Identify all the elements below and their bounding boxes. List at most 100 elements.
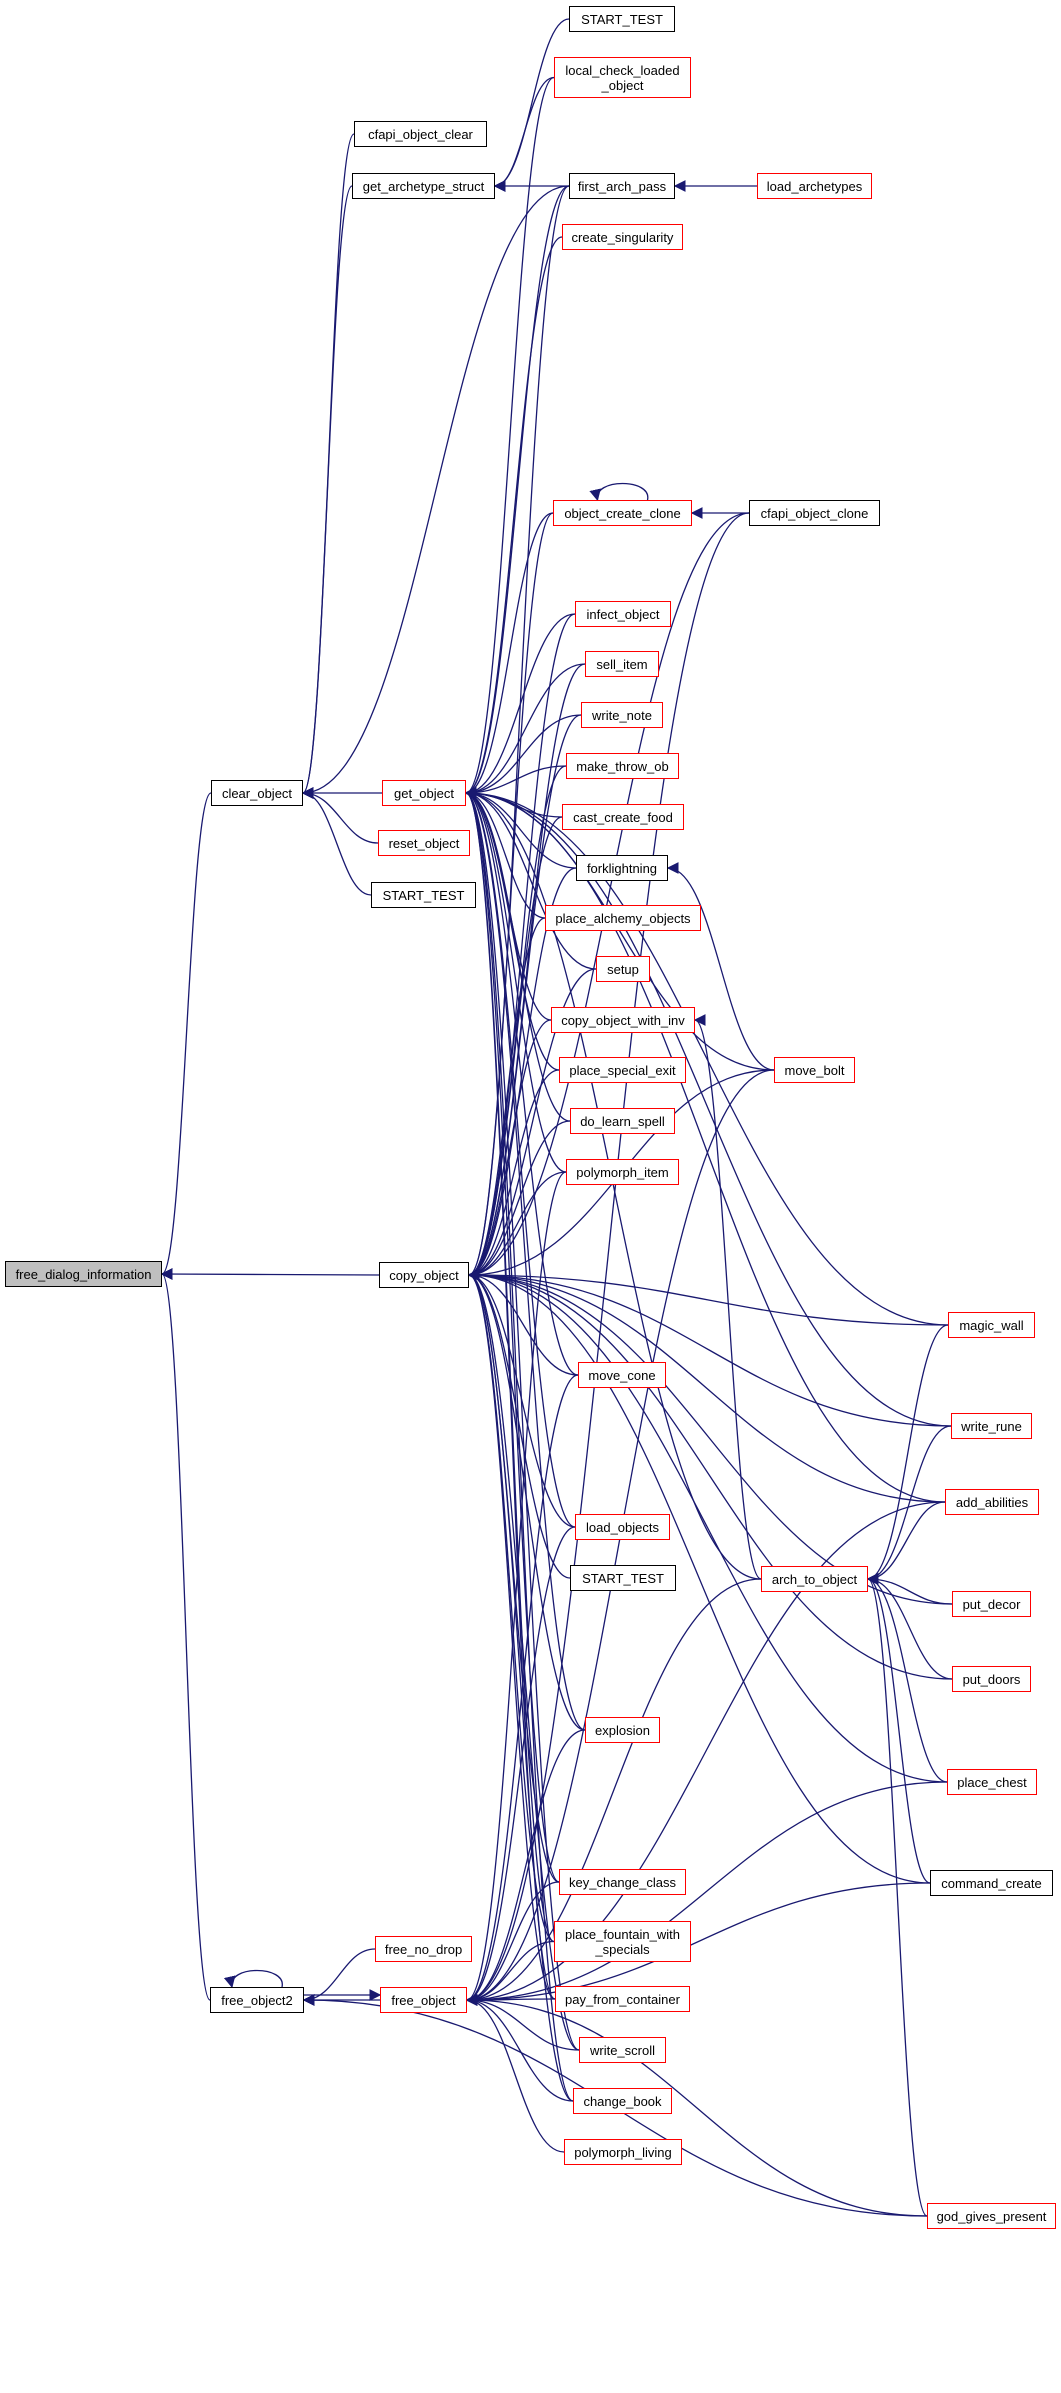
node-put-decor[interactable]: put_decor bbox=[952, 1591, 1031, 1617]
edge-write-note-to-get-object bbox=[464, 714, 582, 799]
edge-load-objects-to-get-object bbox=[464, 787, 576, 1528]
edge-cfapi-object-clone-to-free-object bbox=[465, 512, 750, 2006]
edge-magic-wall-to-copy-object bbox=[467, 1269, 949, 1326]
node-write-scroll[interactable]: write_scroll bbox=[579, 2037, 666, 2063]
node-object-create-clone[interactable]: object_create_clone bbox=[553, 500, 692, 526]
node-place-special-exit[interactable]: place_special_exit bbox=[559, 1057, 686, 1083]
edge-place-special-exit-to-copy-object bbox=[467, 1069, 560, 1281]
node-free-dialog-information[interactable]: free_dialog_information bbox=[5, 1261, 162, 1287]
node-create-singularity[interactable]: create_singularity bbox=[562, 224, 683, 250]
node-load-archetypes[interactable]: load_archetypes bbox=[757, 173, 872, 199]
node-setup[interactable]: setup bbox=[596, 956, 650, 982]
edge-move-bolt-to-forklightning bbox=[666, 862, 775, 1071]
node-move-cone[interactable]: move_cone bbox=[578, 1362, 666, 1388]
edge-forklightning-to-get-object bbox=[464, 787, 577, 869]
node-load-objects[interactable]: load_objects bbox=[575, 1514, 670, 1540]
node-cfapi-object-clone[interactable]: cfapi_object_clone bbox=[749, 500, 880, 526]
edge-copy-object-to-free-dialog-information bbox=[160, 1268, 380, 1280]
edge-forklightning-to-copy-object bbox=[467, 867, 577, 1281]
node-forklightning[interactable]: forklightning bbox=[576, 855, 668, 881]
edge-change-book-to-copy-object bbox=[467, 1269, 574, 2102]
edge-load-objects-to-copy-object bbox=[467, 1269, 576, 1528]
edge-arch-to-object-to-get-object bbox=[464, 787, 762, 1580]
node-reset-object[interactable]: reset_object bbox=[378, 830, 470, 856]
edge-put-doors-to-arch-to-object bbox=[866, 1573, 953, 1680]
node-local-check-loaded-object[interactable]: local_check_loaded _object bbox=[554, 57, 691, 98]
edge-do-learn-spell-to-copy-object bbox=[467, 1120, 571, 1281]
node-copy-object[interactable]: copy_object bbox=[379, 1262, 469, 1288]
node-place-fountain-with-specials[interactable]: place_fountain_with _specials bbox=[554, 1921, 691, 1962]
edge-local-check-loaded-object-to-get-object bbox=[464, 76, 555, 799]
edge-object-create-clone-to-get-object bbox=[464, 512, 554, 799]
node-get-archetype-struct[interactable]: get_archetype_struct bbox=[352, 173, 495, 199]
node-place-alchemy-objects[interactable]: place_alchemy_objects bbox=[545, 905, 701, 931]
edge-arch-to-object-to-copy-object-with-inv bbox=[693, 1014, 762, 1580]
node-get-object[interactable]: get_object bbox=[382, 780, 466, 806]
node-polymorph-living[interactable]: polymorph_living bbox=[564, 2139, 682, 2165]
edge-move-bolt-to-get-object bbox=[464, 787, 775, 1071]
edge-write-scroll-to-get-object bbox=[464, 787, 580, 2051]
node-magic-wall[interactable]: magic_wall bbox=[948, 1312, 1035, 1338]
node-start-test-2[interactable]: START_TEST bbox=[570, 1565, 676, 1591]
edge-place-chest-to-free-object bbox=[465, 1781, 948, 2006]
node-copy-object-with-inv[interactable]: copy_object_with_inv bbox=[551, 1007, 695, 1033]
node-write-note[interactable]: write_note bbox=[581, 702, 663, 728]
node-write-rune[interactable]: write_rune bbox=[951, 1413, 1032, 1439]
edge-do-learn-spell-to-get-object bbox=[464, 787, 571, 1122]
edge-first-arch-pass-to-copy-object bbox=[467, 185, 570, 1281]
edge-put-decor-to-copy-object bbox=[467, 1269, 953, 1605]
node-put-doors[interactable]: put_doors bbox=[952, 1666, 1031, 1692]
node-command-create[interactable]: command_create bbox=[930, 1870, 1053, 1896]
edge-object-create-clone-to-copy-object bbox=[467, 512, 554, 1281]
node-arch-to-object[interactable]: arch_to_object bbox=[761, 1566, 868, 1592]
node-infect-object[interactable]: infect_object bbox=[575, 601, 671, 627]
edge-explosion-to-free-object bbox=[465, 1729, 586, 2006]
edge-first-arch-pass-to-get-object bbox=[464, 185, 570, 799]
node-explosion[interactable]: explosion bbox=[585, 1717, 660, 1743]
node-start-test-1[interactable]: START_TEST bbox=[371, 882, 476, 908]
edge-setup-to-copy-object bbox=[467, 968, 597, 1281]
edge-polymorph-living-to-free-object bbox=[465, 1994, 565, 2153]
edge-key-change-class-to-get-object bbox=[464, 787, 560, 1883]
node-clear-object[interactable]: clear_object bbox=[211, 780, 303, 806]
edge-command-create-to-free-object bbox=[465, 1882, 931, 2006]
node-sell-item[interactable]: sell_item bbox=[585, 651, 659, 677]
edge-first-arch-pass-to-clear-object bbox=[301, 185, 570, 799]
edge-add-abilities-to-free-object bbox=[465, 1501, 946, 2006]
edge-write-rune-to-arch-to-object bbox=[866, 1425, 952, 1585]
node-free-object2[interactable]: free_object2 bbox=[210, 1987, 304, 2013]
edge-arch-to-object-to-free-object bbox=[465, 1578, 762, 2006]
edge-change-book-to-free-object bbox=[465, 1994, 574, 2102]
node-make-throw-ob[interactable]: make_throw_ob bbox=[566, 753, 679, 779]
edge-load-objects-to-free-object bbox=[465, 1526, 576, 2006]
node-change-book[interactable]: change_book bbox=[573, 2088, 672, 2114]
edge-clear-object-to-free-dialog-information bbox=[160, 792, 212, 1280]
edge-get-archetype-struct-to-clear-object bbox=[301, 185, 353, 799]
node-polymorph-item[interactable]: polymorph_item bbox=[566, 1159, 679, 1185]
edge-create-singularity-to-get-object bbox=[464, 236, 563, 799]
edge-start-test-1-to-clear-object bbox=[301, 787, 372, 896]
node-god-gives-present[interactable]: god_gives_present bbox=[927, 2203, 1056, 2229]
node-key-change-class[interactable]: key_change_class bbox=[559, 1869, 686, 1895]
node-add-abilities[interactable]: add_abilities bbox=[945, 1489, 1039, 1515]
node-cfapi-object-clear[interactable]: cfapi_object_clear bbox=[354, 121, 487, 147]
edge-object-create-clone-to-object-create-clone bbox=[589, 482, 649, 502]
node-free-object[interactable]: free_object bbox=[380, 1987, 467, 2013]
node-first-arch-pass[interactable]: first_arch_pass bbox=[569, 173, 675, 199]
node-start-test-0[interactable]: START_TEST bbox=[569, 6, 675, 32]
node-free-no-drop[interactable]: free_no_drop bbox=[375, 1936, 472, 1962]
edge-put-decor-to-arch-to-object bbox=[866, 1573, 953, 1605]
node-move-bolt[interactable]: move_bolt bbox=[774, 1057, 855, 1083]
edge-write-scroll-to-free-object bbox=[465, 1994, 580, 2051]
edge-free-object2-to-free-object2 bbox=[223, 1969, 283, 1989]
node-cast-create-food[interactable]: cast_create_food bbox=[562, 804, 684, 830]
edge-free-object2-to-free-dialog-information bbox=[160, 1268, 211, 2001]
node-do-learn-spell[interactable]: do_learn_spell bbox=[570, 1108, 675, 1134]
edge-god-gives-present-to-arch-to-object bbox=[866, 1573, 928, 2217]
node-pay-from-container[interactable]: pay_from_container bbox=[555, 1986, 690, 2012]
edge-magic-wall-to-get-object bbox=[464, 787, 949, 1326]
edge-local-check-loaded-object-to-get-archetype-struct bbox=[493, 76, 555, 192]
edge-cfapi-object-clone-to-copy-object bbox=[467, 512, 750, 1281]
node-place-chest[interactable]: place_chest bbox=[947, 1769, 1037, 1795]
edge-pay-from-container-to-copy-object bbox=[467, 1269, 556, 2000]
